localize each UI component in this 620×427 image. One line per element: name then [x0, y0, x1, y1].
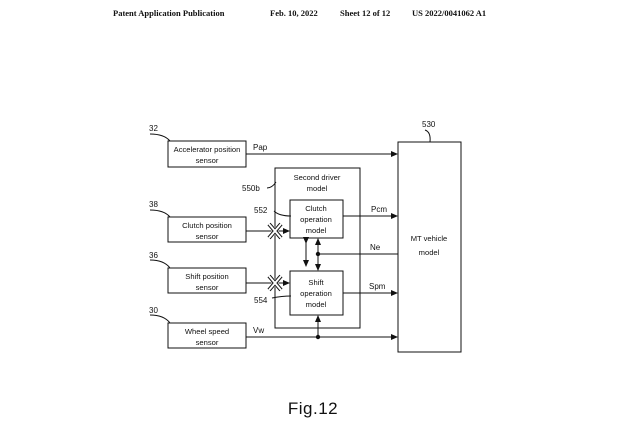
signal-pap-label: Pap: [253, 143, 268, 152]
ref-accelerator: 32: [149, 124, 158, 133]
ref-vehicle: 530: [422, 120, 436, 129]
shift-sensor-label: Shift position: [185, 272, 228, 281]
shift-sensor-label: sensor: [196, 283, 219, 292]
signal-vw-label: Vw: [253, 326, 264, 335]
ref-shift-sensor: 36: [149, 251, 158, 260]
leader-32: [149, 133, 171, 142]
driver-model-label: Second driver: [294, 173, 341, 182]
vehicle-model-label: MT vehicle: [411, 234, 448, 243]
patent-number: US 2022/0041062 A1: [412, 8, 487, 18]
clutch-sensor-label: sensor: [196, 232, 219, 241]
clutch-operation-label: operation: [300, 215, 332, 224]
leader-38: [149, 209, 171, 218]
ref-shift-op: 554: [254, 296, 268, 305]
sheet-number: Sheet 12 of 12: [340, 8, 391, 18]
figure-label: Fig.12: [288, 399, 338, 418]
driver-model-label: model: [307, 184, 328, 193]
shift-sensor-box: [167, 267, 247, 294]
ref-clutch-op: 552: [254, 206, 268, 215]
publication-title: Patent Application Publication: [113, 8, 225, 18]
wheel-sensor-box: [167, 322, 247, 349]
clutch-sensor-box: [167, 216, 247, 243]
leader-554: [271, 295, 292, 299]
accelerator-sensor-label: Accelerator position: [174, 145, 241, 154]
wheel-sensor-label: sensor: [196, 338, 219, 347]
shift-operation-label: model: [306, 300, 327, 309]
ref-wheel-sensor: 30: [149, 306, 158, 315]
shift-operation-label: operation: [300, 289, 332, 298]
clutch-operation-label: Clutch: [305, 204, 327, 213]
leader-552: [273, 210, 292, 217]
ref-clutch-sensor: 38: [149, 200, 158, 209]
junction-vw: [315, 334, 321, 340]
leader-530: [424, 129, 431, 143]
clutch-operation-label: model: [306, 226, 327, 235]
vehicle-model-label: model: [419, 248, 440, 257]
patent-header: Patent Application Publication Feb. 10, …: [0, 8, 620, 22]
signal-spm-label: Spm: [369, 282, 386, 291]
disconnect-cross-icon: [267, 222, 283, 240]
leader-30: [149, 314, 171, 324]
wheel-sensor-label: Wheel speed: [185, 327, 229, 336]
vehicle-model-box: [397, 141, 462, 353]
accelerator-sensor-label: sensor: [196, 156, 219, 165]
leader-550b: [266, 181, 277, 189]
clutch-sensor-label: Clutch position: [182, 221, 232, 230]
shift-operation-label: Shift: [308, 278, 324, 287]
signal-ne-label: Ne: [370, 243, 381, 252]
disconnect-cross-icon: [267, 274, 283, 292]
publication-date: Feb. 10, 2022: [270, 8, 318, 18]
junction-ne: [315, 251, 321, 257]
leader-36: [149, 259, 171, 269]
signal-pcm-label: Pcm: [371, 205, 387, 214]
ref-driver-model: 550b: [242, 184, 260, 193]
